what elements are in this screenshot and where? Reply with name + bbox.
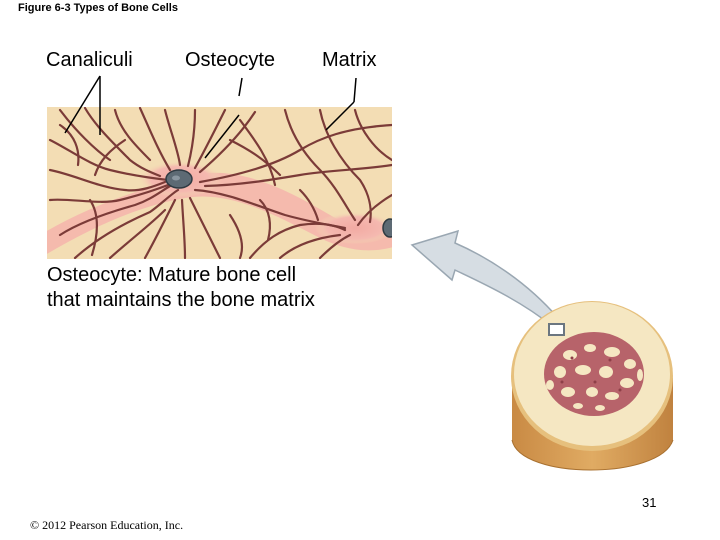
pointer-arrow	[410, 229, 559, 328]
label-osteocyte: Osteocyte	[185, 49, 276, 71]
copyright-notice: © 2012 Pearson Education, Inc.	[30, 518, 184, 532]
osteocyte-micrograph	[47, 107, 392, 259]
callout-lines	[64, 75, 357, 159]
label-canaliculi: Canaliculi	[46, 49, 133, 71]
bone-cross-section	[511, 301, 674, 471]
caption-line-2: that maintains the bone matrix	[47, 289, 315, 311]
page-number: 31	[642, 495, 657, 510]
caption-line-1: Osteocyte: Mature bone cell	[47, 264, 297, 286]
figure-title: Figure 6-3 Types of Bone Cells	[18, 2, 178, 14]
spongy-bone	[544, 332, 644, 416]
label-matrix: Matrix	[322, 49, 377, 71]
locator-box	[548, 323, 565, 336]
figure-caption: Osteocyte: Mature bone cell that maintai…	[47, 263, 315, 313]
